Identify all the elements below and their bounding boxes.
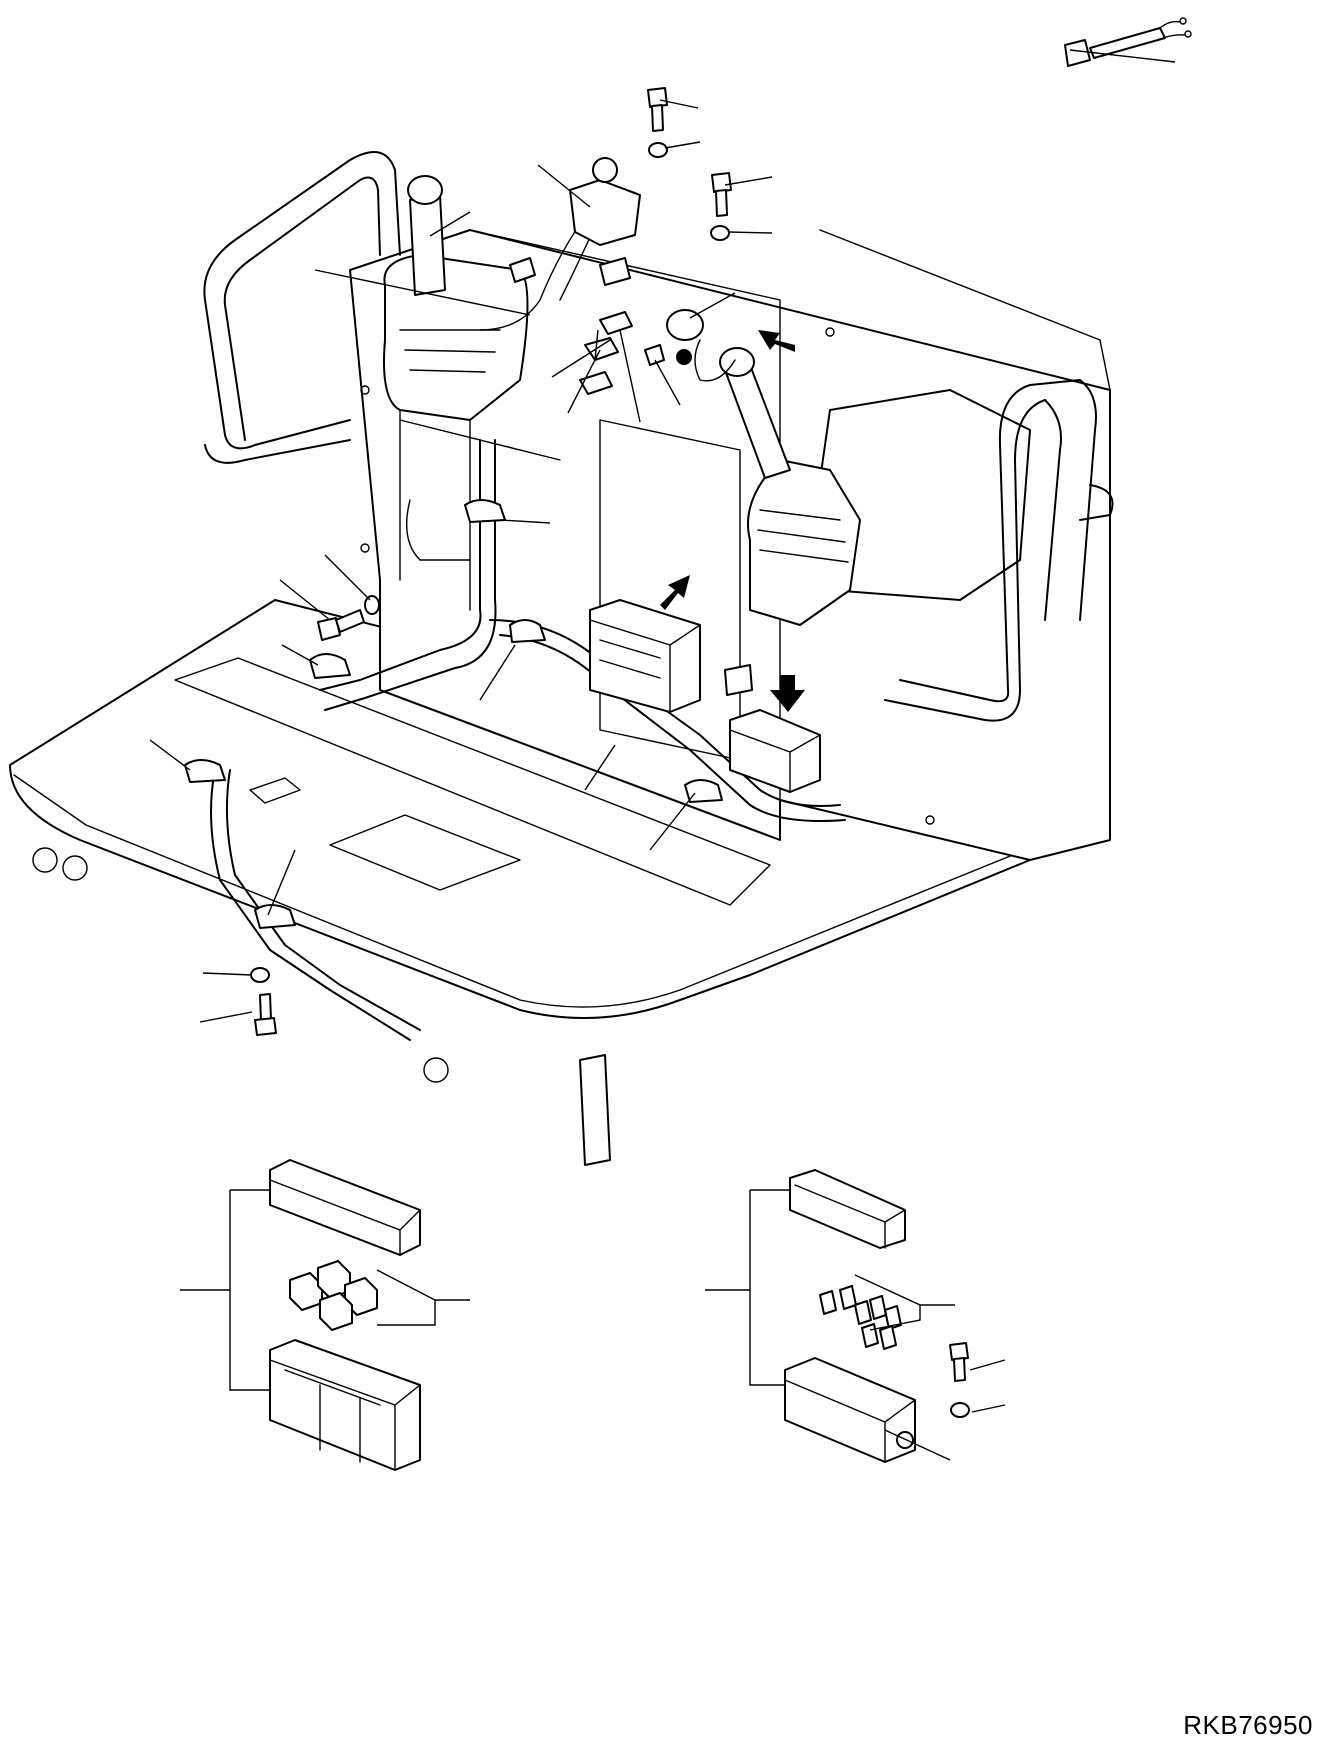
washer [648,142,668,158]
mounted-fuse-box [724,664,821,793]
fuse-box-base [784,1357,916,1463]
right-control-console [719,347,1031,626]
washer [950,1402,970,1418]
seat-frame-box [349,229,1111,861]
washer [710,225,730,241]
bolt [647,87,668,108]
small-brackets [579,311,665,395]
exploded-relay-box [180,1159,470,1471]
washer [364,595,380,615]
left-control-console [383,175,529,611]
harness-clamps [184,499,723,929]
top-connector-cluster [509,157,736,382]
washer [250,967,270,983]
hardware-bolts-washers [250,87,732,1036]
bolt [254,1017,277,1036]
left-armrest-frame [203,151,401,464]
relays [289,1260,378,1331]
drawing-code-label: RKB76950 [1183,1710,1313,1740]
exploded-fuse-box [705,1169,1006,1463]
sensor-part [1064,17,1192,67]
fuses [819,1285,902,1350]
direction-arrows [660,330,805,712]
right-armrest-frame [884,379,1114,722]
relay-box-cover [269,1159,421,1256]
arrow-icon [758,330,795,352]
arrow-icon [660,575,690,610]
mounted-relay-box [589,599,701,713]
relay-box-base [269,1339,421,1471]
bolt [949,1342,969,1361]
arrow-icon [770,675,805,712]
fuse-box-cover [789,1169,906,1249]
callout-leaders [149,49,1176,1023]
bolt [711,172,732,193]
